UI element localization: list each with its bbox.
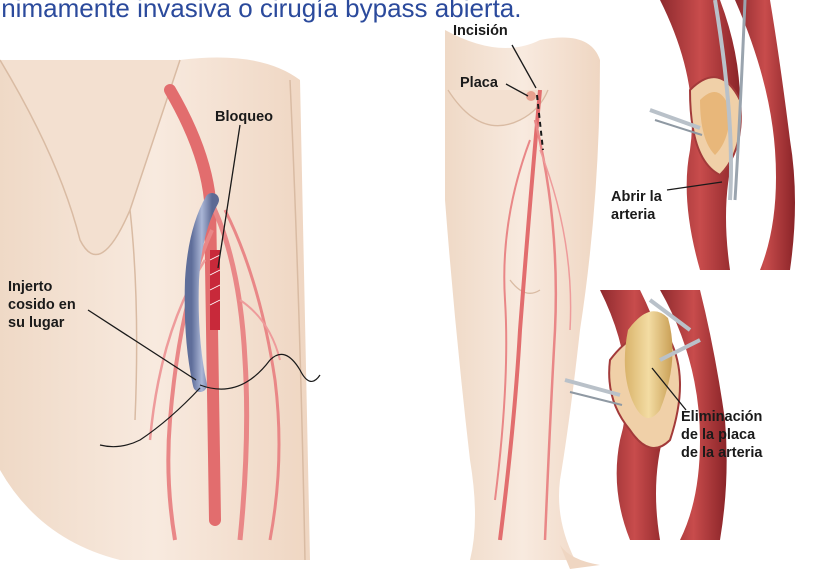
open-artery-label: Abrir la arteria <box>611 188 662 224</box>
blockage-label: Bloqueo <box>215 108 273 126</box>
open-artery-inset <box>650 0 795 270</box>
full-leg-illustration <box>445 30 600 569</box>
plaque-label: Placa <box>460 74 498 92</box>
incision-label: Incisión <box>453 22 508 40</box>
plaque-removal-label: Eliminación de la placa de la arteria <box>681 408 762 462</box>
graft-label: Injerto cosido en su lugar <box>8 278 76 332</box>
